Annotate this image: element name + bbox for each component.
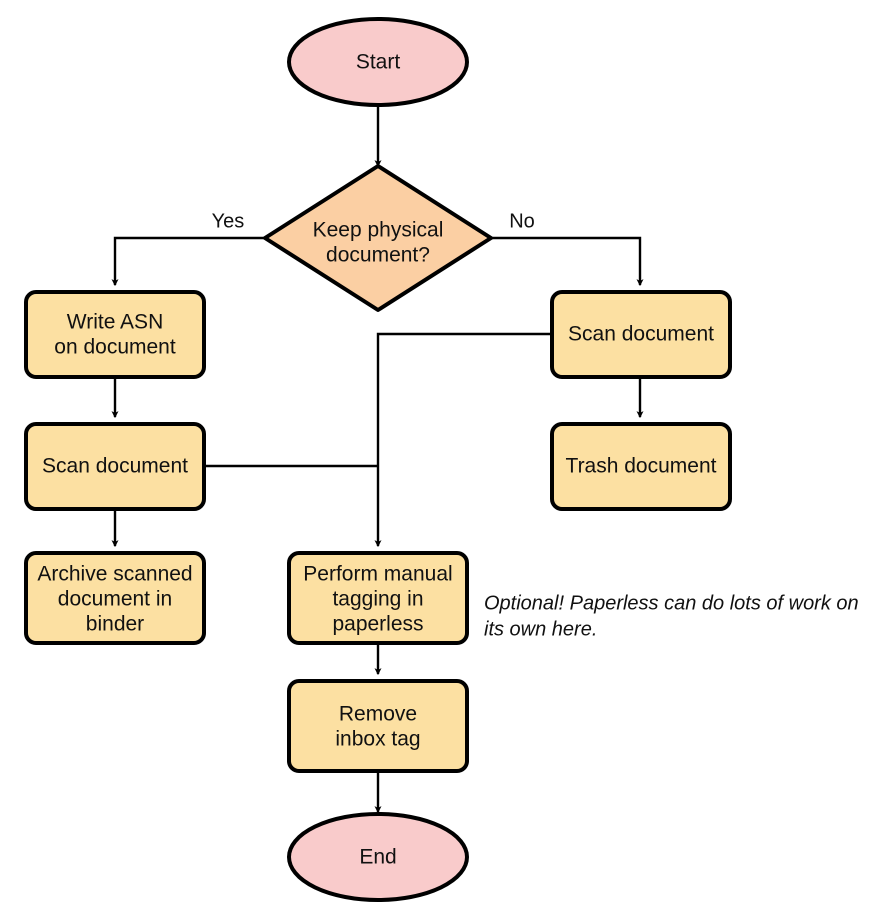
start-ellipse xyxy=(287,17,469,107)
start-label: Start xyxy=(356,51,401,74)
node-end[interactable]: End xyxy=(287,812,469,902)
edge-decision-no-to-scan-right xyxy=(491,236,644,287)
archive-label-line3: binder xyxy=(86,613,144,636)
scan-document-left-label: Scan document xyxy=(42,455,188,478)
write-asn-label-line2: on document xyxy=(54,336,176,359)
node-scan-document-left[interactable]: Scan document xyxy=(24,422,206,511)
scan-document-right-label: Scan document xyxy=(568,323,714,346)
node-archive-scanned-document[interactable]: Archive scanned document in binder xyxy=(24,551,206,645)
node-decision-keep-physical-document[interactable]: Keep physical document? xyxy=(263,164,493,312)
node-write-asn-on-document[interactable]: Write ASN on document xyxy=(24,290,206,379)
node-trash-document[interactable]: Trash document xyxy=(550,422,732,511)
edge-scan-right-to-tagging xyxy=(374,332,552,548)
write-asn-label-line1: Write ASN xyxy=(67,311,163,334)
trash-document-box xyxy=(550,422,732,511)
archive-label-line2: document in xyxy=(58,588,172,611)
scan-document-left-box xyxy=(24,422,206,511)
edge-decision-yes-to-write-asn xyxy=(111,236,265,287)
node-scan-document-right[interactable]: Scan document xyxy=(550,290,732,379)
archive-box xyxy=(24,551,206,645)
edge-label-no: No xyxy=(509,210,535,232)
tagging-label-line3: paperless xyxy=(332,613,423,636)
annotation-line2: its own here. xyxy=(484,618,597,640)
tagging-label-line1: Perform manual xyxy=(303,563,452,586)
remove-inbox-label-line1: Remove xyxy=(339,703,417,726)
write-asn-box xyxy=(24,290,206,379)
end-ellipse xyxy=(287,812,469,902)
annotation-line1: Optional! Paperless can do lots of work … xyxy=(484,592,859,614)
edge-label-yes: Yes xyxy=(212,210,245,232)
remove-inbox-tag-box xyxy=(287,679,469,773)
scan-document-right-box xyxy=(550,290,732,379)
archive-label-line1: Archive scanned xyxy=(37,563,192,586)
node-remove-inbox-tag[interactable]: Remove inbox tag xyxy=(287,679,469,773)
decision-label-line2: document? xyxy=(326,244,430,267)
tagging-box xyxy=(287,551,469,645)
end-label: End xyxy=(359,846,396,869)
node-perform-manual-tagging[interactable]: Perform manual tagging in paperless xyxy=(287,551,469,645)
decision-diamond xyxy=(263,164,493,312)
annotation-note: Optional! Paperless can do lots of work … xyxy=(484,592,859,640)
decision-label-line1: Keep physical xyxy=(313,219,444,242)
remove-inbox-label-line2: inbox tag xyxy=(335,728,420,751)
node-start[interactable]: Start xyxy=(287,17,469,107)
trash-document-label: Trash document xyxy=(566,455,717,478)
tagging-label-line2: tagging in xyxy=(332,588,423,611)
